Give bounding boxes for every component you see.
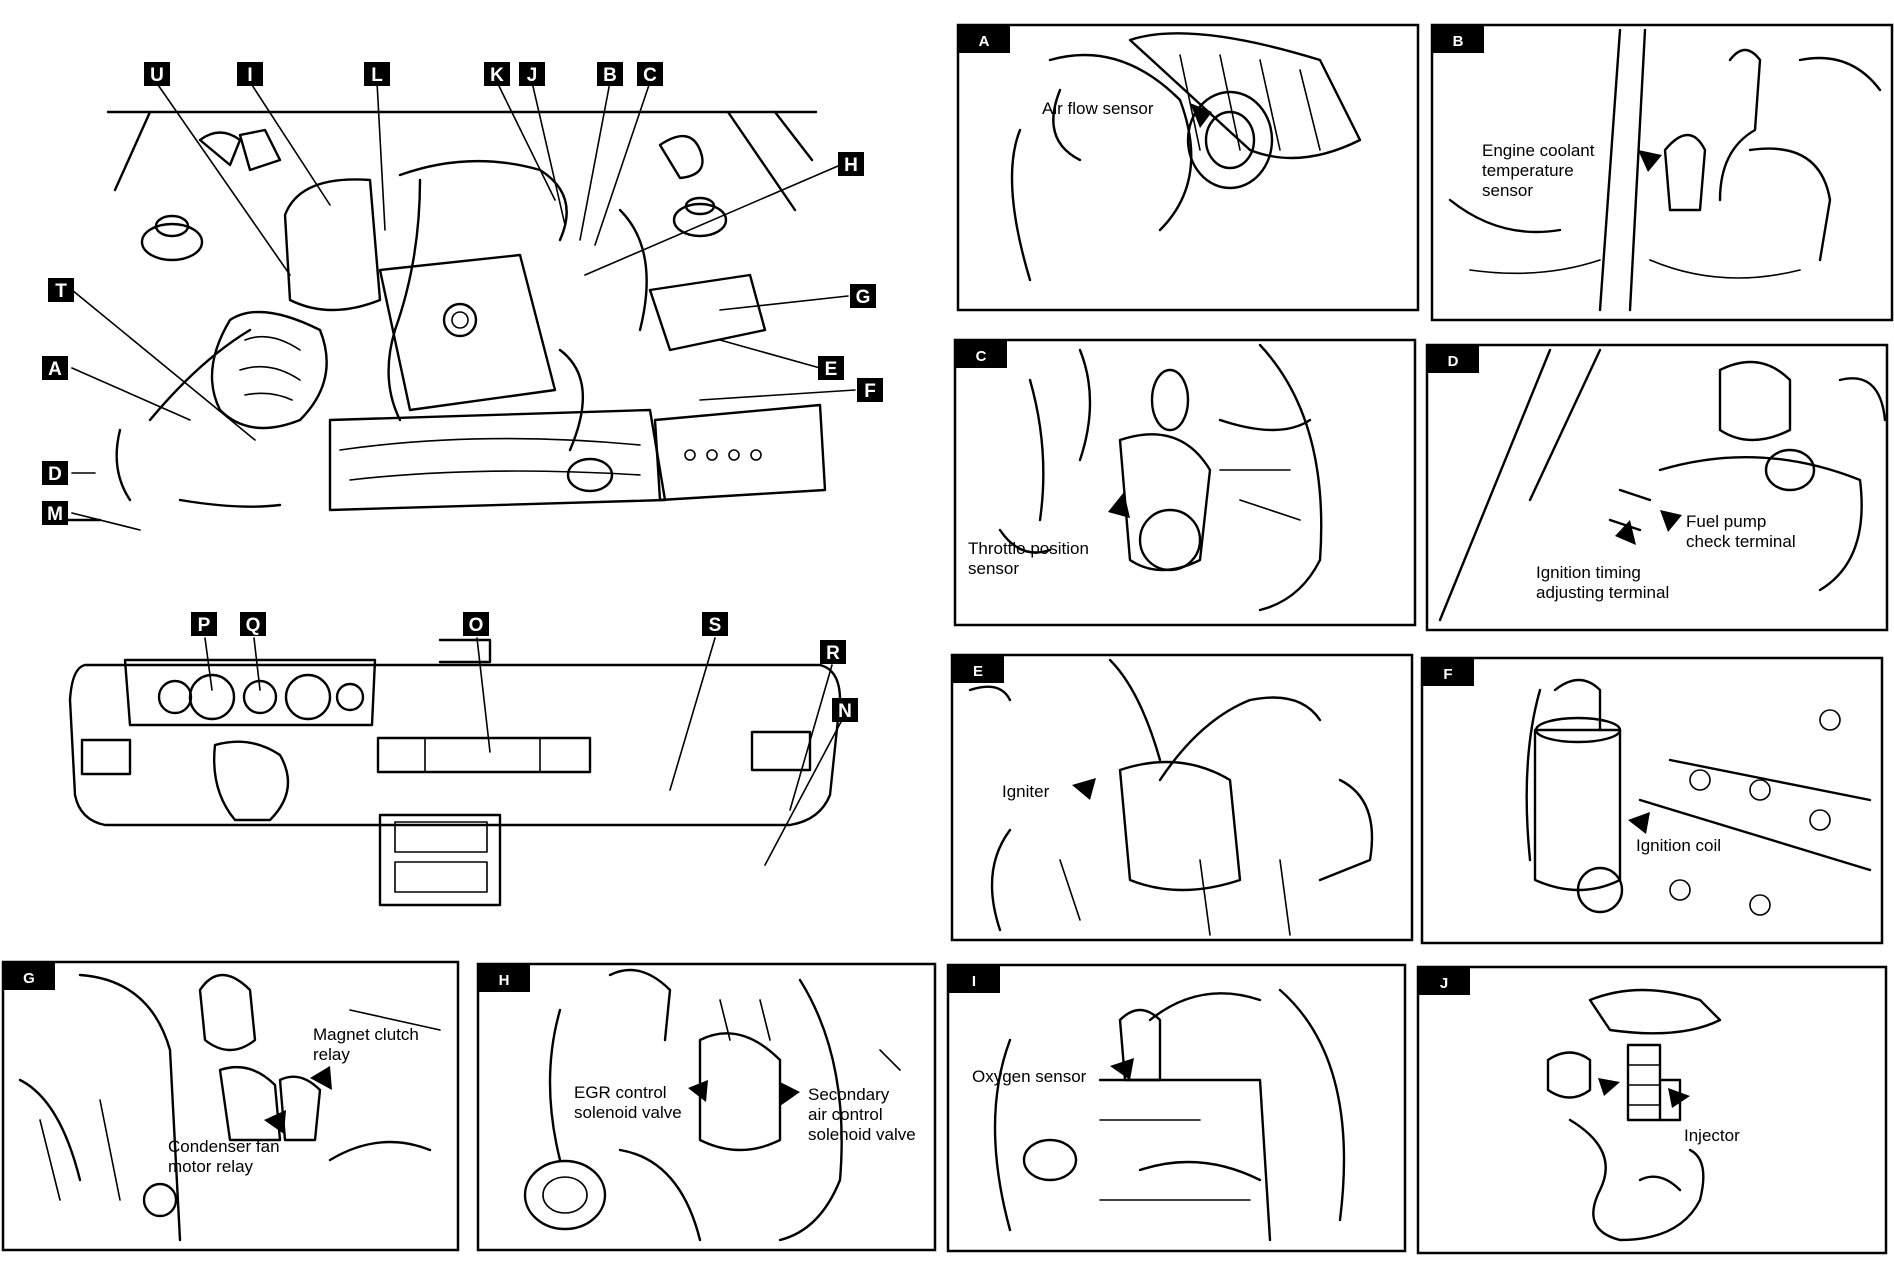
- panel-j-letter: J: [1440, 975, 1448, 992]
- panel-d-letter: D: [1448, 353, 1459, 370]
- panel-b-caption: Engine coolant temperature sensor: [1482, 141, 1599, 200]
- overview-label-m: M: [47, 504, 63, 525]
- panel-b: B Engine coolant temperature sensor: [1430, 23, 1894, 322]
- panel-b-letter: B: [1453, 33, 1464, 50]
- overview-label-r: R: [826, 643, 840, 664]
- overview-label-a: A: [48, 359, 62, 380]
- panel-a-letter: A: [979, 33, 990, 50]
- overview-label-k: K: [490, 65, 504, 86]
- panel-d: D Fuel pump check terminal Ignition timi…: [1425, 343, 1889, 632]
- panel-h: H EGR control solenoid valve Secondary a…: [476, 962, 937, 1252]
- panel-f-letter: F: [1443, 666, 1452, 683]
- panel-a: A Air flow sensor: [956, 23, 1420, 312]
- panel-c: C Throttle position sensor: [953, 338, 1417, 627]
- panel-g-letter: G: [23, 970, 35, 987]
- overview-label-g: G: [856, 287, 871, 308]
- panel-f-caption: Ignition coil: [1636, 836, 1721, 855]
- overview-label-c: C: [643, 65, 657, 86]
- panel-i: I Oxygen sensor: [946, 963, 1407, 1253]
- panel-g-caption-magnet-clutch: Magnet clutch relay: [313, 1025, 424, 1064]
- overview-label-f: F: [864, 381, 876, 402]
- panel-g: G Magnet clutch relay Condenser fan moto…: [1, 960, 460, 1252]
- overview-label-n: N: [838, 701, 852, 722]
- panel-a-caption: Air flow sensor: [1042, 99, 1154, 118]
- panel-e: E Igniter: [950, 653, 1414, 942]
- overview-label-s: S: [709, 615, 722, 636]
- panel-i-caption: Oxygen sensor: [972, 1067, 1087, 1086]
- overview-label-e: E: [825, 359, 838, 380]
- overview-label-h: H: [844, 155, 858, 176]
- panel-i-letter: I: [972, 973, 976, 990]
- overview-label-t: T: [55, 281, 67, 302]
- panel-d-caption-fuel-pump: Fuel pump check terminal: [1686, 512, 1796, 551]
- dashboard-overview: P Q O S R N: [68, 612, 858, 907]
- panel-h-caption-secondary-air: Secondary air control solenoid valve: [808, 1085, 916, 1144]
- panel-h-letter: H: [499, 972, 510, 989]
- panel-h-caption-egr: EGR control solenoid valve: [574, 1083, 682, 1122]
- panel-g-caption-condenser-fan: Condenser fan motor relay: [168, 1137, 284, 1176]
- panel-f: F Ignition coil: [1420, 656, 1884, 945]
- overview-label-q: Q: [246, 615, 261, 636]
- overview-label-o: O: [469, 615, 484, 636]
- panel-d-caption-ignition-timing: Ignition timing adjusting terminal: [1536, 563, 1669, 602]
- overview-label-d: D: [48, 464, 62, 485]
- panel-e-caption: Igniter: [1002, 782, 1050, 801]
- panel-j: J Injector: [1416, 965, 1888, 1255]
- overview-label-p: P: [198, 615, 211, 636]
- panel-c-letter: C: [976, 348, 987, 365]
- panel-e-letter: E: [973, 663, 983, 680]
- overview-label-u: U: [150, 65, 164, 86]
- overview-label-b: B: [603, 65, 617, 86]
- panel-j-caption: Injector: [1684, 1126, 1740, 1145]
- engine-bay-overview: U I L K J B C H G E F T A D M: [42, 62, 883, 531]
- panel-c-caption: Throttle position sensor: [968, 539, 1094, 578]
- overview-label-i: I: [247, 65, 252, 86]
- overview-label-j: J: [527, 65, 538, 86]
- overview-label-l: L: [371, 65, 383, 86]
